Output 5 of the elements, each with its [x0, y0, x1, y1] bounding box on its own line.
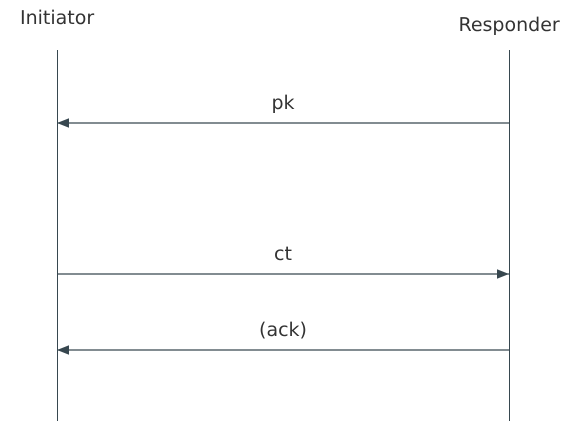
participant-label: Responder: [458, 13, 560, 37]
message-arrow: [57, 345, 509, 355]
message-arrow: [57, 118, 509, 128]
participant-label: Initiator: [20, 6, 94, 30]
message-arrow: [57, 269, 509, 279]
